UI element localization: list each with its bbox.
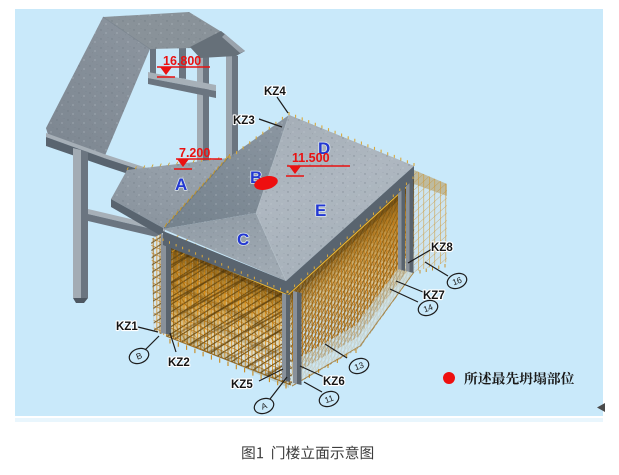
svg-text:KZ8: KZ8 — [431, 242, 453, 254]
svg-text:16: 16 — [451, 275, 464, 288]
svg-text:KZ6: KZ6 — [323, 376, 345, 388]
svg-text:14: 14 — [422, 302, 435, 315]
svg-text:KZ5: KZ5 — [231, 379, 253, 391]
svg-text:11: 11 — [323, 393, 335, 406]
svg-text:D: D — [318, 139, 330, 158]
svg-text:KZ1: KZ1 — [116, 321, 138, 333]
svg-text:16.800: 16.800 — [163, 54, 201, 68]
svg-text:A: A — [260, 400, 269, 411]
svg-text:KZ7: KZ7 — [423, 290, 445, 302]
svg-text:A: A — [175, 175, 187, 194]
svg-text:11.500: 11.500 — [292, 151, 330, 165]
svg-text:7.200: 7.200 — [179, 146, 210, 160]
svg-text:KZ2: KZ2 — [168, 357, 190, 369]
svg-text:KZ3: KZ3 — [233, 115, 255, 127]
svg-text:13: 13 — [353, 360, 366, 373]
svg-text:E: E — [315, 201, 326, 220]
svg-text:KZ4: KZ4 — [264, 86, 286, 98]
svg-text:C: C — [237, 230, 249, 249]
svg-text:B: B — [135, 350, 144, 361]
